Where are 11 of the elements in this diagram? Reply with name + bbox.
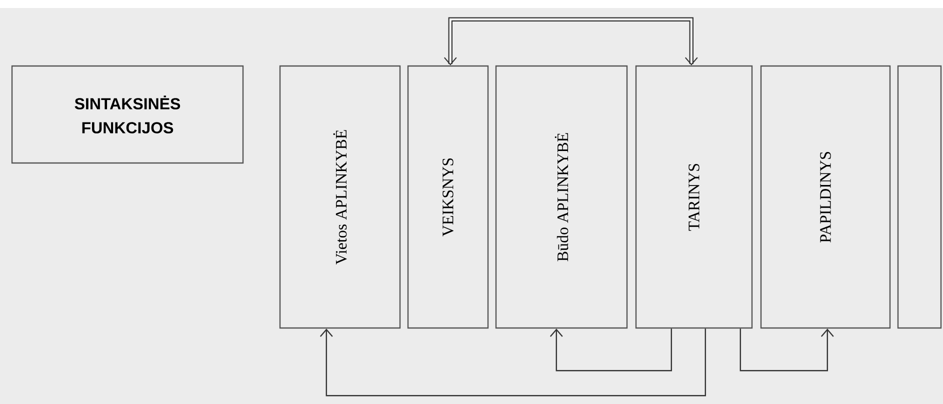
function-box: PAPILDINYS [760,65,891,329]
function-box: Būdo APLINKYBĖ [495,65,628,329]
arrow [320,328,706,396]
function-box: TARINYS [635,65,753,329]
function-box: Vietos APLINKYBĖ [279,65,401,329]
empty-box [897,65,942,329]
function-box: VEIKSNYS [407,65,489,329]
arrow [444,17,698,66]
arrow [550,328,672,372]
title-box: SINTAKSINĖS FUNKCIJOS [11,65,244,164]
arrow [740,328,834,372]
